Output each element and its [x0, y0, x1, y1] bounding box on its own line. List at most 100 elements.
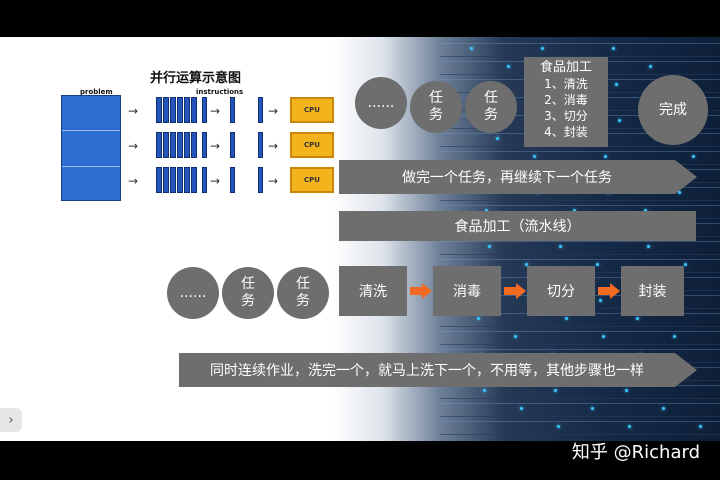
rack-led [565, 317, 568, 320]
rack-led [591, 407, 594, 410]
flow-arrow: → [268, 139, 279, 153]
stage-label-package: 封装 [638, 284, 667, 300]
pipeline-header-text: 食品加工（流水线） [454, 219, 581, 235]
cpu-block: CPU [290, 167, 334, 193]
rack-led [520, 407, 523, 410]
sequential-task-node-2: 任 务 [465, 81, 517, 133]
rack-led [649, 65, 652, 68]
rack-led [684, 263, 687, 266]
rack-led [699, 425, 702, 428]
stage-label-cut: 切分 [547, 284, 575, 300]
rack-led [602, 335, 605, 338]
instruction-bar [184, 97, 190, 123]
rack-led [662, 407, 665, 410]
instruction-bar [258, 132, 263, 158]
rack-led [612, 47, 615, 50]
cpu-label: CPU [304, 176, 320, 184]
stage-box-cut: 切分 [527, 266, 595, 316]
rack-unit [440, 403, 720, 417]
sequential-ellipsis-text: ...... [367, 94, 395, 111]
sequential-task-text-2: 任 务 [484, 90, 498, 123]
sequential-task-node-1: 任 务 [410, 81, 462, 133]
stage-arrow-3 [598, 283, 620, 299]
instruction-bar [170, 97, 176, 123]
rack-led [485, 209, 488, 212]
pipeline-task-node-2: 任 务 [277, 267, 329, 319]
pipeline-arrow-text: 同时连续作业，洗完一个，就马上洗下一个，不用等，其他步骤也一样 [210, 363, 644, 379]
pipeline-ellipsis-node: ...... [167, 267, 219, 319]
instruction-bar [258, 167, 263, 193]
instruction-bar [177, 97, 183, 123]
food-step-2: 2、消毒 [544, 93, 588, 107]
food-step-3: 3、切分 [544, 109, 588, 123]
instruction-bar [191, 132, 197, 158]
pipeline-task-node-1: 任 务 [222, 267, 274, 319]
rack-led [573, 209, 576, 212]
rack-unit [440, 385, 720, 399]
instruction-bar [184, 132, 190, 158]
instruction-bar [156, 132, 162, 158]
stage-label-wash: 清洗 [359, 284, 387, 300]
rack-led [554, 389, 557, 392]
done-node: 完成 [638, 75, 708, 145]
instruction-bar [202, 167, 207, 193]
rack-led [557, 425, 560, 428]
flow-arrow: → [268, 104, 279, 118]
food-step-4: 4、封装 [544, 125, 588, 139]
flow-arrow: → [128, 139, 139, 153]
rack-unit [440, 43, 720, 57]
stage-arrow-2 [504, 283, 526, 299]
rack-led [615, 83, 618, 86]
rack-unit [440, 331, 720, 345]
rack-led [514, 335, 517, 338]
instruction-bar [163, 132, 169, 158]
stage-label-disinfect: 消毒 [453, 284, 481, 300]
food-processing-steps-box: 食品加工 1、清洗 2、消毒 3、切分 4、封装 [524, 57, 608, 147]
instruction-bar [191, 97, 197, 123]
instruction-bar [230, 167, 235, 193]
cpu-block: CPU [290, 97, 334, 123]
flow-arrow: → [210, 104, 221, 118]
slide: 并行运算示意图 problem instructions → → → CPU → → → CP… [0, 37, 720, 441]
pipeline-arrow: 同时连续作业，洗完一个，就马上洗下一个，不用等，其他步骤也一样 [179, 353, 697, 387]
rack-led [533, 155, 536, 158]
rack-led [644, 209, 647, 212]
rack-led [599, 299, 602, 302]
cpu-block: CPU [290, 132, 334, 158]
side-expand-button[interactable]: › [0, 408, 22, 432]
sequential-arrow: 做完一个任务，再继续下一个任务 [339, 160, 697, 194]
pipeline-ellipsis-text: ...... [179, 284, 207, 301]
pipeline-header: 食品加工（流水线） [339, 211, 696, 241]
flow-arrow: → [210, 174, 221, 188]
rack-led [525, 263, 528, 266]
problem-label: problem [80, 88, 113, 96]
instruction-bar [258, 97, 263, 123]
flow-arrow: → [128, 104, 139, 118]
instruction-bar [191, 167, 197, 193]
rack-unit [440, 421, 720, 435]
diagram-title: 并行运算示意图 [150, 71, 242, 86]
rack-led [483, 389, 486, 392]
rack-led [559, 245, 562, 248]
cpu-label: CPU [304, 141, 320, 149]
instruction-bar [202, 97, 207, 123]
rack-led [692, 155, 695, 158]
rack-led [541, 47, 544, 50]
rack-led [647, 245, 650, 248]
food-step-1: 1、清洗 [544, 77, 588, 91]
flow-arrow: → [128, 174, 139, 188]
rack-led [618, 119, 621, 122]
food-processing-title: 食品加工 [539, 60, 592, 75]
rack-unit [440, 241, 720, 255]
sequential-ellipsis-node: ...... [355, 77, 407, 129]
rack-led [636, 317, 639, 320]
stage-box-wash: 清洗 [339, 266, 407, 316]
rack-led [488, 245, 491, 248]
instruction-bar [163, 97, 169, 123]
flow-arrow: → [210, 139, 221, 153]
rack-led [628, 425, 631, 428]
stage-box-disinfect: 消毒 [433, 266, 501, 316]
rack-led [673, 335, 676, 338]
instructions-label: instructions [196, 88, 244, 96]
done-text: 完成 [659, 101, 687, 118]
